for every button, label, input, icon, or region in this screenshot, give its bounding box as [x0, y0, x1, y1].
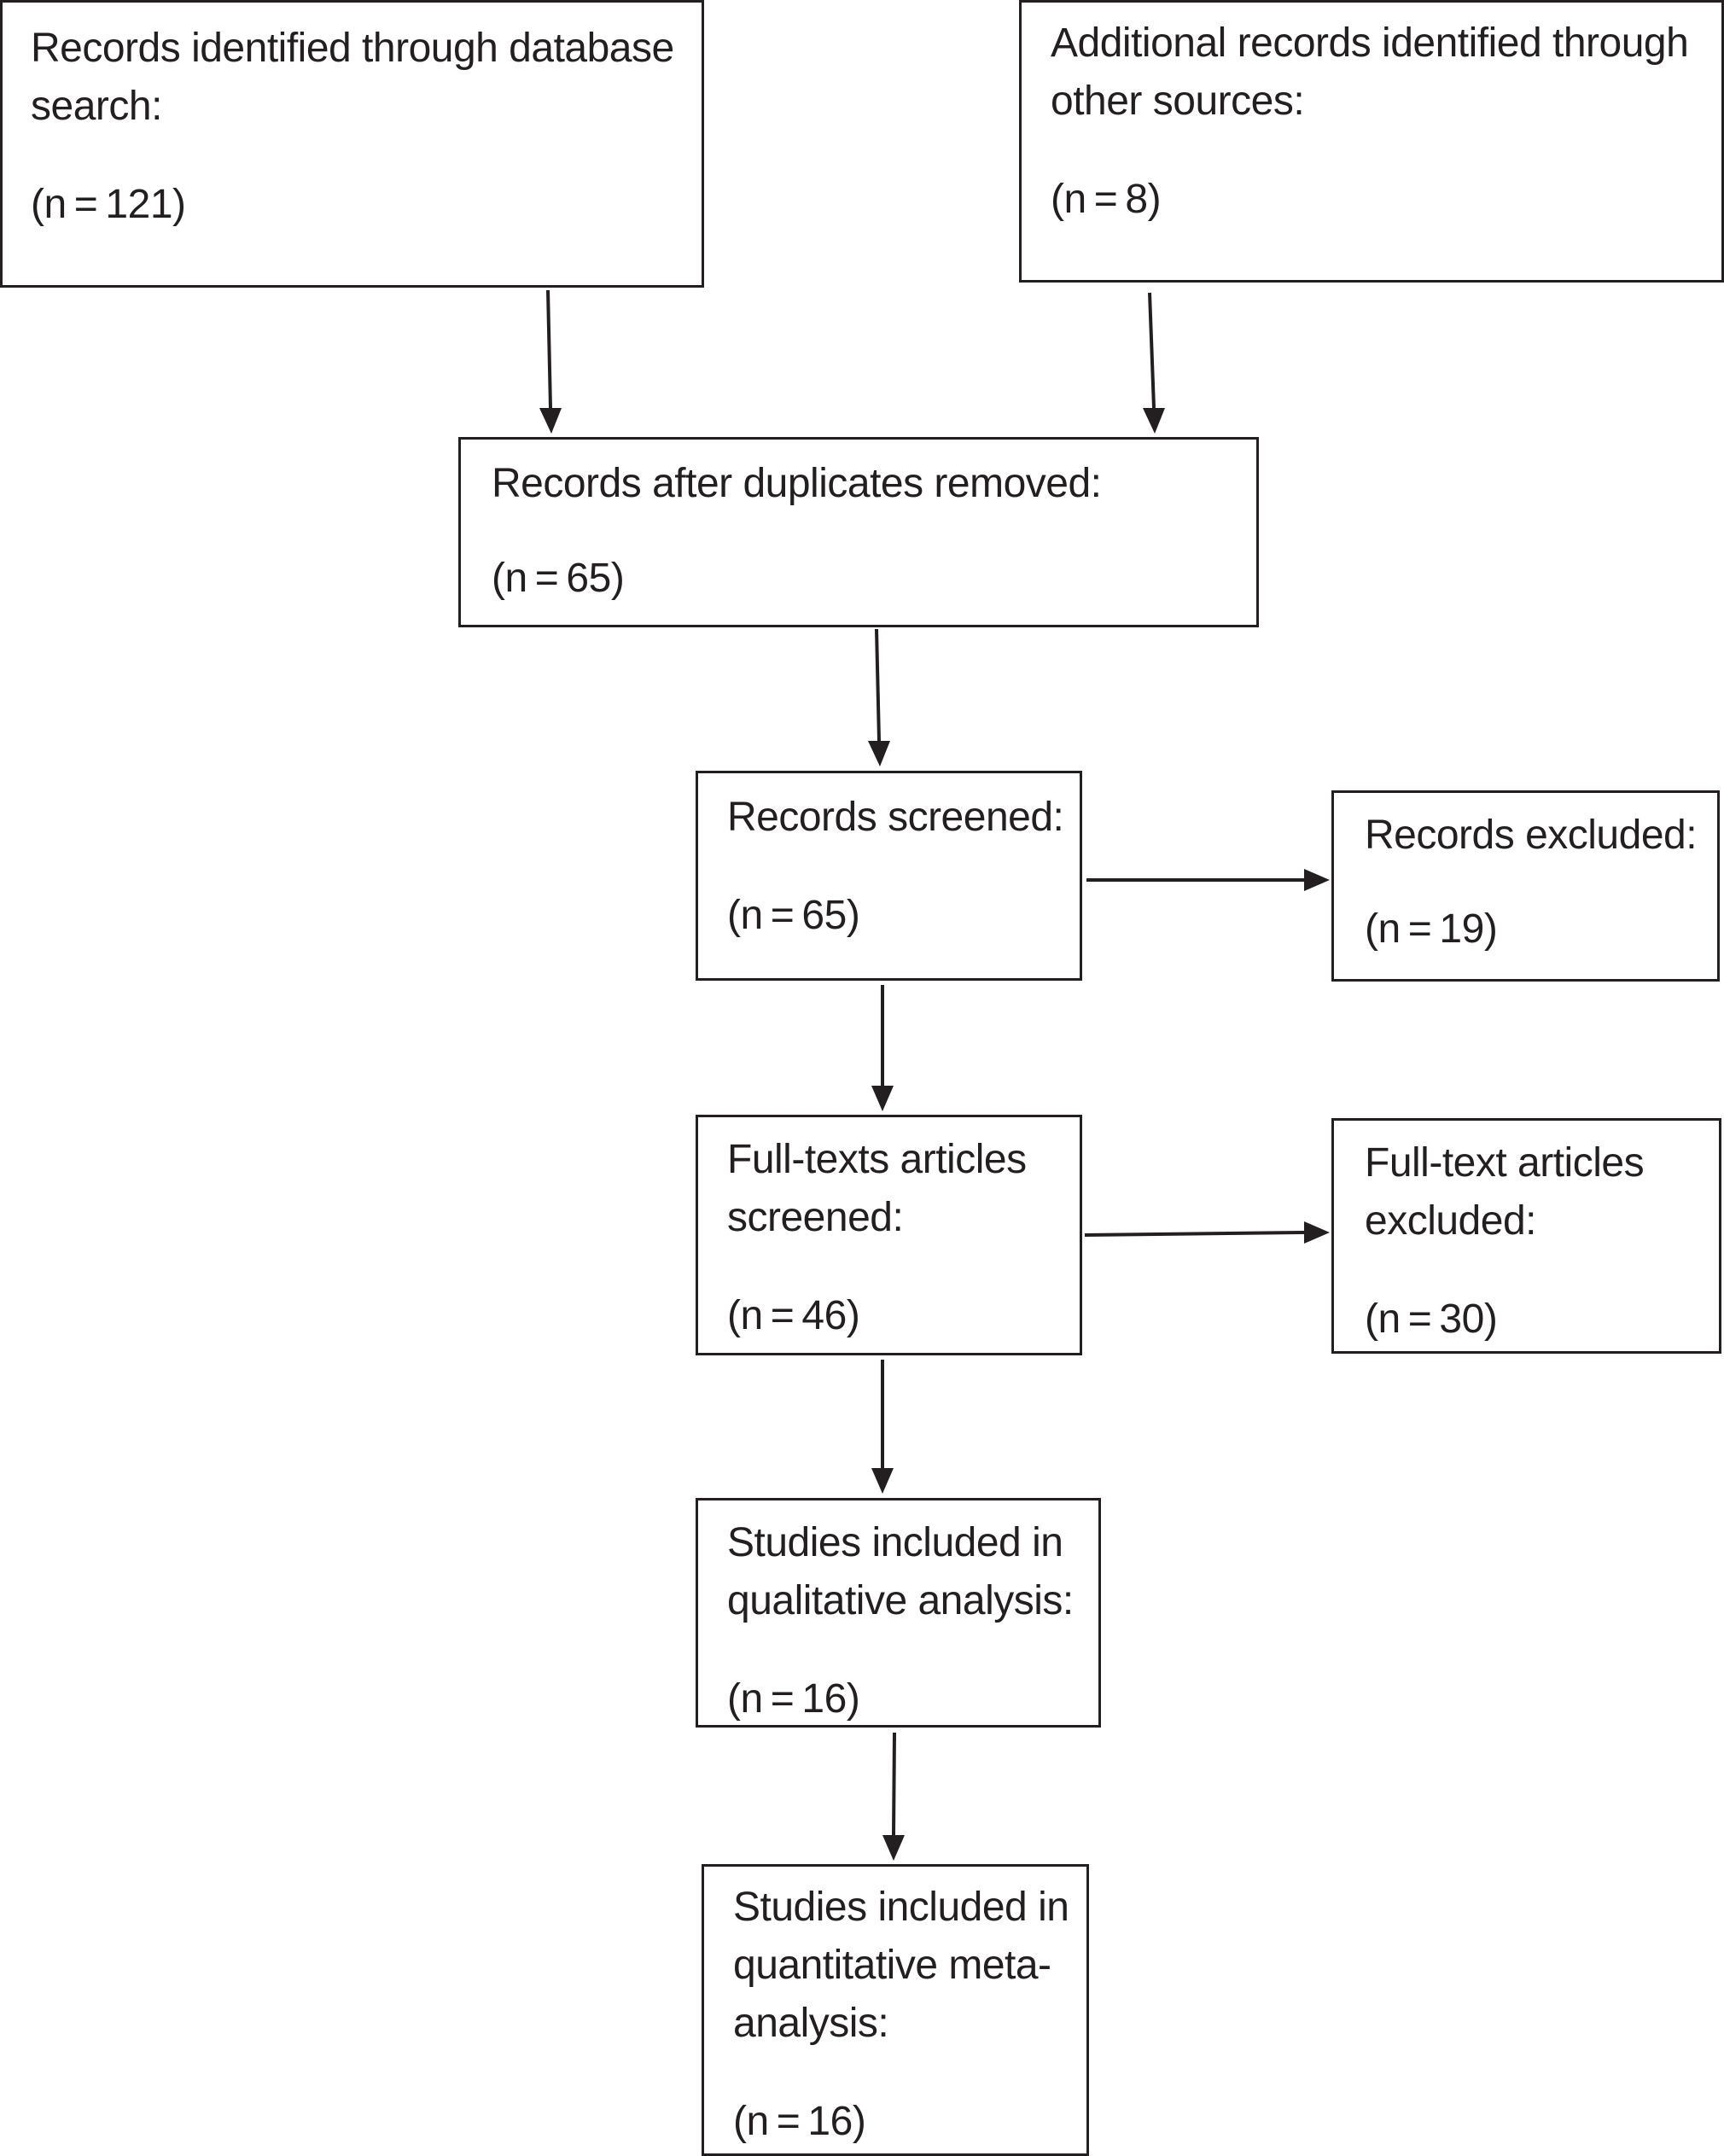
arrow-database-to-duplicates: [546, 289, 552, 409]
box-fulltext-excluded: Full-text articles excluded: (n = 30): [1331, 1118, 1721, 1354]
box-database-search-title-line2: search:: [31, 84, 162, 129]
box-fulltext-screened: Full-texts articles screened: (n = 46): [696, 1115, 1082, 1355]
box-fulltext-screened-title-line2: screened:: [727, 1195, 904, 1240]
arrowhead-other-to-duplicates: [1143, 408, 1165, 434]
arrow-other-to-duplicates: [1148, 292, 1156, 409]
box-other-sources-title-line2: other sources:: [1051, 79, 1305, 124]
box-other-sources-title-line1: Additional records identified through: [1051, 20, 1689, 66]
arrowhead-qualitative-to-quantitative: [882, 1835, 905, 1861]
box-qualitative-analysis-title-line1: Studies included in: [727, 1520, 1063, 1565]
box-records-screened-title: Records screened:: [727, 795, 1064, 840]
box-records-screened-count: (n = 65): [727, 893, 860, 938]
box-database-search: Records identified through database sear…: [0, 0, 704, 288]
box-records-screened: Records screened: (n = 65): [696, 771, 1082, 981]
box-records-excluded: Records excluded: (n = 19): [1331, 790, 1720, 982]
box-duplicates-removed-count: (n = 65): [492, 556, 625, 601]
arrowhead-fulltext-to-excluded: [1304, 1221, 1330, 1244]
arrowhead-screened-to-excluded: [1304, 869, 1330, 891]
box-quantitative-meta-analysis-title-line2: quantitative meta-: [733, 1943, 1051, 1988]
arrowhead-fulltext-to-qualitative: [871, 1468, 894, 1494]
arrowhead-duplicates-to-screened: [868, 741, 890, 766]
box-records-excluded-count: (n = 19): [1365, 906, 1498, 952]
arrowhead-database-to-duplicates: [539, 408, 562, 434]
box-other-sources: Additional records identified through ot…: [1019, 0, 1724, 283]
box-qualitative-analysis-count: (n = 16): [727, 1676, 860, 1722]
box-qualitative-analysis-title-line2: qualitative analysis:: [727, 1578, 1074, 1623]
box-fulltext-screened-title-line1: Full-texts articles: [727, 1137, 1027, 1182]
box-quantitative-meta-analysis-title-line1: Studies included in: [733, 1885, 1069, 1930]
box-other-sources-count: (n = 8): [1051, 177, 1162, 222]
box-quantitative-meta-analysis: Studies included in quantitative meta- a…: [702, 1864, 1089, 2156]
box-fulltext-excluded-title-line1: Full-text articles: [1365, 1140, 1645, 1186]
box-fulltext-screened-count: (n = 46): [727, 1293, 860, 1338]
box-fulltext-excluded-count: (n = 30): [1365, 1297, 1498, 1342]
box-quantitative-meta-analysis-title-line3: analysis:: [733, 2001, 889, 2046]
box-duplicates-removed: Records after duplicates removed: (n = 6…: [458, 437, 1259, 627]
box-database-search-title-line1: Records identified through database: [31, 26, 674, 71]
box-qualitative-analysis: Studies included in qualitative analysis…: [696, 1498, 1101, 1728]
arrow-duplicates-to-screened: [875, 628, 881, 742]
box-fulltext-excluded-title-line2: excluded:: [1365, 1198, 1536, 1244]
arrow-fulltext-to-excluded: [1084, 1231, 1305, 1237]
box-records-excluded-title: Records excluded:: [1365, 813, 1698, 858]
arrowhead-screened-to-fulltext: [871, 1086, 894, 1111]
box-duplicates-removed-title: Records after duplicates removed:: [492, 461, 1102, 506]
box-quantitative-meta-analysis-count: (n = 16): [733, 2099, 866, 2144]
box-database-search-count: (n = 121): [31, 182, 186, 227]
